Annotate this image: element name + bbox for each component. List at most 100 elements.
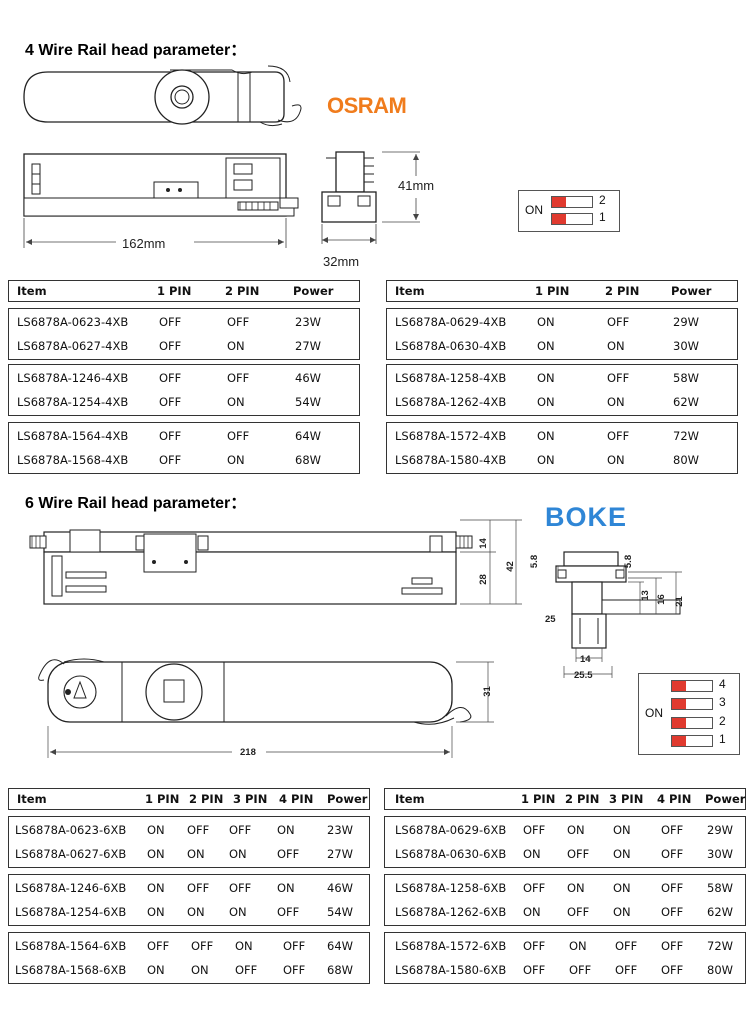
- table-header: Item 1 PIN 2 PIN 3 PIN 4 PIN Power: [8, 788, 370, 810]
- table-cell: OFF: [567, 905, 590, 919]
- table-cell: ON: [607, 453, 625, 467]
- table-group: LS6878A-1246-4XB OFF OFF 46W LS6878A-125…: [8, 364, 360, 416]
- table-cell: OFF: [277, 847, 300, 861]
- table-cell: 62W: [707, 905, 734, 919]
- table-6wire-right: Item 1 PIN 2 PIN 3 PIN 4 PIN Power LS687…: [384, 788, 746, 986]
- table-cell: OFF: [187, 881, 210, 895]
- table-cell: OFF: [661, 823, 684, 837]
- header-4pin: 4 PIN: [279, 792, 314, 806]
- table-cell: OFF: [607, 429, 630, 443]
- table-cell: ON: [227, 339, 245, 353]
- header-item: Item: [17, 284, 47, 298]
- dim-height-41: 41mm: [398, 178, 435, 193]
- dim-6wire-14-bottom: 14: [580, 654, 591, 665]
- table-cell: LS6878A-0623-4XB: [17, 315, 129, 329]
- table-cell: OFF: [523, 881, 546, 895]
- table-cell: ON: [613, 905, 631, 919]
- header-4pin: 4 PIN: [657, 792, 692, 806]
- table-cell: ON: [277, 881, 295, 895]
- table-cell: LS6878A-1572-4XB: [395, 429, 507, 443]
- table-group: LS6878A-1258-6XB OFF ON ON OFF 58W LS687…: [384, 874, 746, 926]
- table-group: LS6878A-1564-4XB OFF OFF 64W LS6878A-156…: [8, 422, 360, 474]
- dip-pin-2: [551, 196, 593, 208]
- table-cell: 58W: [673, 371, 700, 385]
- table-cell: 23W: [327, 823, 354, 837]
- table-cell: ON: [537, 315, 555, 329]
- table-cell: ON: [537, 453, 555, 467]
- table-cell: OFF: [187, 823, 210, 837]
- table-cell: ON: [147, 905, 165, 919]
- table-cell: OFF: [159, 395, 182, 409]
- table-cell: LS6878A-0630-6XB: [395, 847, 507, 861]
- table-cell: OFF: [277, 905, 300, 919]
- table-cell: LS6878A-1580-6XB: [395, 963, 507, 977]
- table-6wire-left: Item 1 PIN 2 PIN 3 PIN 4 PIN Power LS687…: [8, 788, 370, 986]
- table-cell: ON: [607, 395, 625, 409]
- dip-pin-1: [671, 735, 713, 747]
- table-cell: LS6878A-0623-6XB: [15, 823, 127, 837]
- table-group: LS6878A-1572-4XB ON OFF 72W LS6878A-1580…: [386, 422, 738, 474]
- table-cell: LS6878A-0629-4XB: [395, 315, 507, 329]
- dim-6wire-28: 28: [477, 574, 489, 585]
- table-cell: ON: [537, 339, 555, 353]
- dip-pin-3: [671, 698, 713, 710]
- header-3pin: 3 PIN: [233, 792, 268, 806]
- table-cell: 46W: [327, 881, 354, 895]
- table-group: LS6878A-1258-4XB ON OFF 58W LS6878A-1262…: [386, 364, 738, 416]
- table-cell: LS6878A-1258-4XB: [395, 371, 507, 385]
- table-cell: 72W: [707, 939, 734, 953]
- header-2pin: 2 PIN: [605, 284, 640, 298]
- table-cell: LS6878A-0627-6XB: [15, 847, 127, 861]
- table-cell: OFF: [229, 823, 252, 837]
- header-1pin: 1 PIN: [521, 792, 556, 806]
- header-power: Power: [293, 284, 334, 298]
- dim-6wire-13: 13: [639, 590, 651, 601]
- table-cell: OFF: [661, 881, 684, 895]
- table-cell: OFF: [615, 939, 638, 953]
- table-cell: ON: [147, 881, 165, 895]
- rail-head-4wire-top-view: [23, 65, 302, 127]
- rail-head-6wire-side-view: [29, 519, 522, 605]
- table-cell: ON: [235, 939, 253, 953]
- header-3pin: 3 PIN: [609, 792, 644, 806]
- table-group: LS6878A-0629-4XB ON OFF 29W LS6878A-0630…: [386, 308, 738, 360]
- table-cell: 46W: [295, 371, 322, 385]
- dim-6wire-16: 16: [655, 594, 667, 605]
- table-cell: 27W: [327, 847, 354, 861]
- dim-6wire-14: 14: [477, 538, 489, 549]
- table-cell: ON: [227, 395, 245, 409]
- table-cell: ON: [537, 429, 555, 443]
- dip-pin-label-2: 2: [719, 714, 726, 728]
- dip-switch-2pin: 2 1 ON: [518, 190, 620, 232]
- table-cell: OFF: [229, 881, 252, 895]
- header-2pin: 2 PIN: [225, 284, 260, 298]
- dip-pin-label-1: 1: [599, 210, 606, 224]
- table-cell: OFF: [227, 315, 250, 329]
- osram-logo: OSRAM: [327, 93, 407, 118]
- header-power: Power: [671, 284, 712, 298]
- rail-head-6wire-top-view: [38, 658, 494, 758]
- table-cell: 58W: [707, 881, 734, 895]
- table-4wire-left: Item 1 PIN 2 PIN Power LS6878A-0623-4XB …: [8, 280, 360, 474]
- table-cell: ON: [523, 905, 541, 919]
- boke-logo: BOKE: [545, 502, 628, 532]
- table-cell: OFF: [235, 963, 258, 977]
- dim-width-32: 32mm: [323, 254, 360, 269]
- table-header: Item 1 PIN 2 PIN 3 PIN 4 PIN Power: [384, 788, 746, 810]
- table-cell: LS6878A-1246-6XB: [15, 881, 127, 895]
- table-cell: LS6878A-1580-4XB: [395, 453, 507, 467]
- dim-length-162: 162mm: [122, 236, 166, 251]
- table-group: LS6878A-0623-4XB OFF OFF 23W LS6878A-062…: [8, 308, 360, 360]
- dim-6wire-5-8-right: 5.8: [623, 554, 635, 569]
- table-cell: ON: [613, 847, 631, 861]
- table-group: LS6878A-1246-6XB ON OFF OFF ON 46W LS687…: [8, 874, 370, 926]
- table-cell: 29W: [707, 823, 734, 837]
- table-cell: 68W: [295, 453, 322, 467]
- table-cell: ON: [187, 905, 205, 919]
- table-cell: ON: [607, 339, 625, 353]
- table-group: LS6878A-0629-6XB OFF ON ON OFF 29W LS687…: [384, 816, 746, 868]
- table-cell: ON: [277, 823, 295, 837]
- header-1pin: 1 PIN: [535, 284, 570, 298]
- table-cell: LS6878A-1258-6XB: [395, 881, 507, 895]
- table-cell: LS6878A-1572-6XB: [395, 939, 507, 953]
